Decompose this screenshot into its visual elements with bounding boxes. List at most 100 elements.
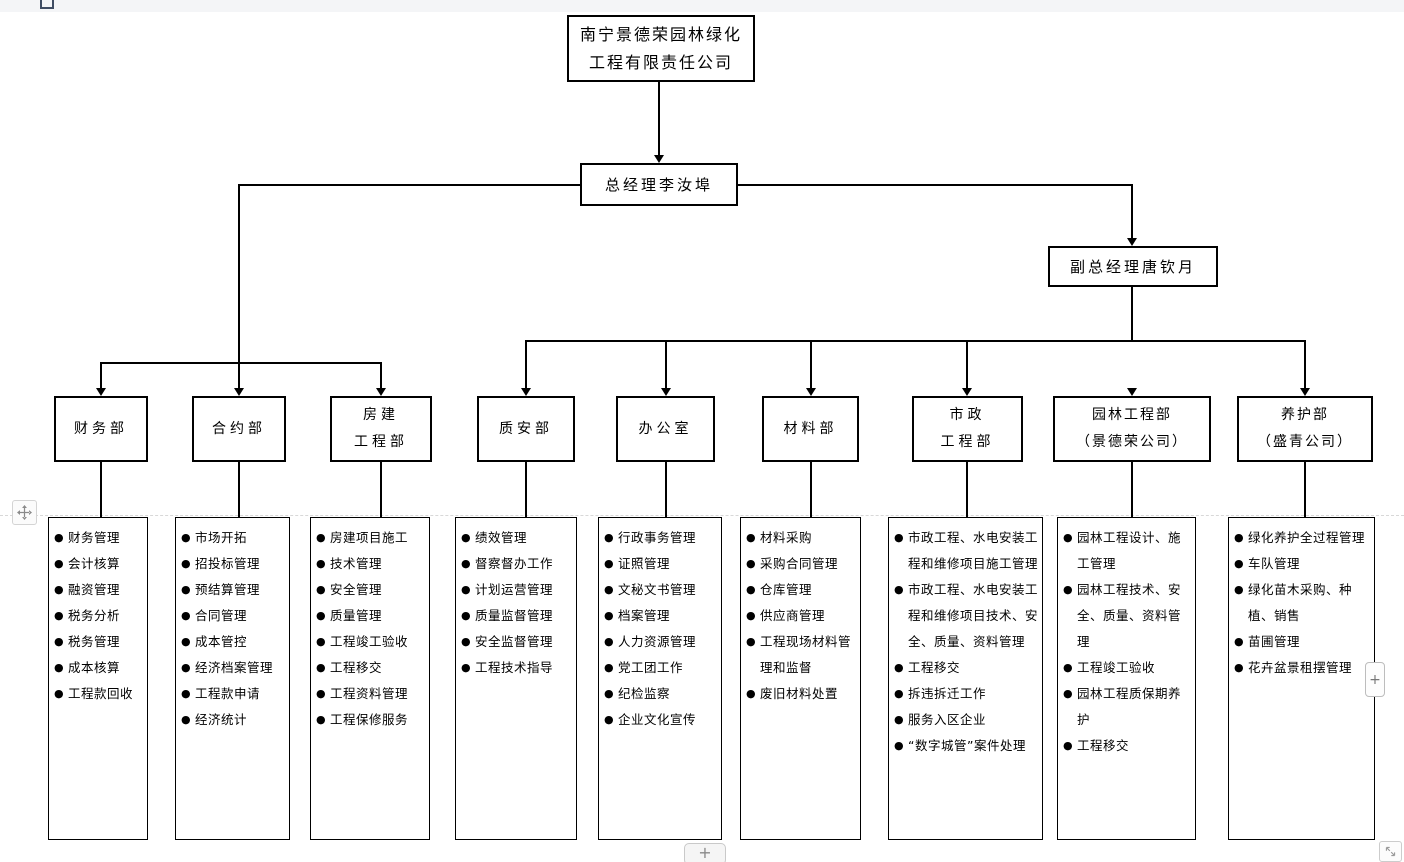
dept-name: 园林工程部 （景德荣公司） xyxy=(1076,407,1188,450)
duty-item: ●苗圃管理 xyxy=(1234,629,1371,655)
add-button-right[interactable]: + xyxy=(1365,662,1385,697)
move-icon xyxy=(17,505,32,520)
duty-text: 园林工程技术、安全、质量、资料管理 xyxy=(1077,582,1182,649)
duty-text: 技术管理 xyxy=(330,556,383,571)
bullet-icon: ● xyxy=(54,557,65,570)
move-handle[interactable] xyxy=(12,500,37,525)
duty-text: 招投标管理 xyxy=(195,556,261,571)
duty-text: 车队管理 xyxy=(1248,556,1301,571)
duty-text: 材料采购 xyxy=(760,530,813,545)
duty-text: 行政事务管理 xyxy=(618,530,697,545)
expand-button[interactable] xyxy=(1379,841,1402,862)
duty-item: ●绿化养护全过程管理 xyxy=(1234,525,1371,551)
dept-box-municipal-engineering[interactable]: 市政 工程部 xyxy=(912,396,1023,462)
duty-list-municipal-engineering[interactable]: ●市政工程、水电安装工程和维修项目施工管理●市政工程、水电安装工程和维修项目技术… xyxy=(888,517,1043,840)
bullet-icon: ● xyxy=(461,609,472,622)
duty-text: 拆违拆迁工作 xyxy=(908,686,987,701)
bullet-icon: ● xyxy=(1234,635,1245,648)
connector-line xyxy=(1304,460,1306,517)
duty-text: 税务分析 xyxy=(68,608,121,623)
duty-text: “数字城管”案件处理 xyxy=(908,738,1026,753)
connector-arrow xyxy=(962,388,972,396)
dept-box-materials[interactable]: 材料部 xyxy=(762,396,859,462)
duty-text: 园林工程设计、施工管理 xyxy=(1077,530,1182,571)
duty-item: ●园林工程质保期养护 xyxy=(1063,681,1192,733)
general-manager-box[interactable]: 总经理李汝埠 xyxy=(580,163,738,206)
connector-line xyxy=(380,460,382,517)
duty-text: 质量管理 xyxy=(330,608,383,623)
deputy-general-manager-box[interactable]: 副总经理唐钦月 xyxy=(1048,246,1218,287)
duty-text: 经济档案管理 xyxy=(195,660,274,675)
org-root-label: 南宁景德荣园林绿化 工程有限责任公司 xyxy=(579,24,742,72)
expand-diagonal-icon xyxy=(1385,846,1396,857)
dept-name: 合约部 xyxy=(212,420,266,437)
dept-box-maintenance[interactable]: 养护部 （盛青公司） xyxy=(1237,396,1373,462)
bullet-icon: ● xyxy=(1063,661,1074,674)
duty-list-contract[interactable]: ●市场开拓●招投标管理●预结算管理●合同管理●成本管控●经济档案管理●工程款申请… xyxy=(175,517,290,840)
duty-list-materials[interactable]: ●材料采购●采购合同管理●仓库管理●供应商管理●工程现场材料管理和监督●废旧材料… xyxy=(740,517,861,840)
duty-item: ●工程款回收 xyxy=(54,681,144,707)
bullet-icon: ● xyxy=(894,531,905,544)
duty-item: ●拆违拆迁工作 xyxy=(894,681,1039,707)
duty-item: ●计划运营管理 xyxy=(461,577,573,603)
org-root-box[interactable]: 南宁景德荣园林绿化 工程有限责任公司 xyxy=(567,15,755,82)
connector-line xyxy=(665,340,667,390)
dept-box-office[interactable]: 办公室 xyxy=(616,396,715,462)
duty-item: ●供应商管理 xyxy=(746,603,857,629)
bullet-icon: ● xyxy=(316,713,327,726)
bullet-icon: ● xyxy=(54,661,65,674)
duty-text: 采购合同管理 xyxy=(760,556,839,571)
bullet-icon: ● xyxy=(181,583,192,596)
bullet-icon: ● xyxy=(54,531,65,544)
duty-item: ●市政工程、水电安装工程和维修项目施工管理 xyxy=(894,525,1039,577)
bullet-icon: ● xyxy=(894,713,905,726)
bullet-icon: ● xyxy=(746,531,757,544)
deputy-general-manager-label: 副总经理唐钦月 xyxy=(1069,258,1196,276)
bullet-icon: ● xyxy=(54,687,65,700)
duty-item: ●园林工程技术、安全、质量、资料管理 xyxy=(1063,577,1192,655)
bullet-icon: ● xyxy=(181,609,192,622)
connector-line xyxy=(238,460,240,517)
connector-arrow xyxy=(1127,388,1137,396)
duty-item: ●税务分析 xyxy=(54,603,144,629)
dept-box-landscape-engineering[interactable]: 园林工程部 （景德荣公司） xyxy=(1053,396,1211,462)
connector-line xyxy=(1131,287,1133,342)
bullet-icon: ● xyxy=(54,635,65,648)
connector-arrow xyxy=(1127,238,1137,246)
duty-list-landscape-engineering[interactable]: ●园林工程设计、施工管理●园林工程技术、安全、质量、资料管理●工程竣工验收●园林… xyxy=(1057,517,1196,840)
duty-item: ●档案管理 xyxy=(604,603,718,629)
bullet-icon: ● xyxy=(746,583,757,596)
bullet-icon: ● xyxy=(894,687,905,700)
duty-text: 合同管理 xyxy=(195,608,248,623)
rectangle-shape-icon[interactable] xyxy=(40,0,54,9)
duty-item: ●工程技术指导 xyxy=(461,655,573,681)
bullet-icon: ● xyxy=(461,635,472,648)
bullet-icon: ● xyxy=(316,557,327,570)
bullet-icon: ● xyxy=(461,583,472,596)
bullet-icon: ● xyxy=(604,583,615,596)
duty-item: ●工程竣工验收 xyxy=(1063,655,1192,681)
duty-text: 会计核算 xyxy=(68,556,121,571)
dept-box-contract[interactable]: 合约部 xyxy=(192,396,286,462)
dept-box-quality-safety[interactable]: 质安部 xyxy=(477,396,575,462)
duty-item: ●花卉盆景租摆管理 xyxy=(1234,655,1371,681)
add-button-bottom[interactable]: + xyxy=(684,843,726,862)
dept-name: 办公室 xyxy=(638,420,693,437)
connector-line xyxy=(738,184,1133,186)
bullet-icon: ● xyxy=(54,609,65,622)
duty-list-housing-construction[interactable]: ●房建项目施工●技术管理●安全管理●质量管理●工程竣工验收●工程移交●工程资料管… xyxy=(310,517,430,840)
duty-list-maintenance[interactable]: ●绿化养护全过程管理 ● 车队管理 ●绿化苗木采购、种植、销售●苗圃管理●花卉盆景租摆… xyxy=(1228,517,1375,840)
duty-text: 文秘文书管理 xyxy=(618,582,697,597)
duty-text: 质量监督管理 xyxy=(475,608,554,623)
duty-item: ●绿化苗木采购、种植、销售 xyxy=(1234,577,1371,629)
dept-box-finance[interactable]: 财务部 xyxy=(54,396,148,462)
duty-list-finance[interactable]: ●财务管理●会计核算●融资管理●税务分析●税务管理●成本核算●工程款回收 xyxy=(48,517,148,840)
duty-list-quality-safety[interactable]: ●绩效管理●督察督办工作●计划运营管理●质量监督管理●安全监督管理●工程技术指导 xyxy=(455,517,577,840)
bullet-icon: ● xyxy=(181,713,192,726)
duty-item: ●证照管理 xyxy=(604,551,718,577)
bullet-icon: ● xyxy=(1063,739,1074,752)
dept-box-housing-construction[interactable]: 房建 工程部 xyxy=(330,396,432,462)
duty-item: ●融资管理 xyxy=(54,577,144,603)
duty-list-office[interactable]: ●行政事务管理●证照管理●文秘文书管理●档案管理●人力资源管理●党工团工作●纪检… xyxy=(598,517,722,840)
